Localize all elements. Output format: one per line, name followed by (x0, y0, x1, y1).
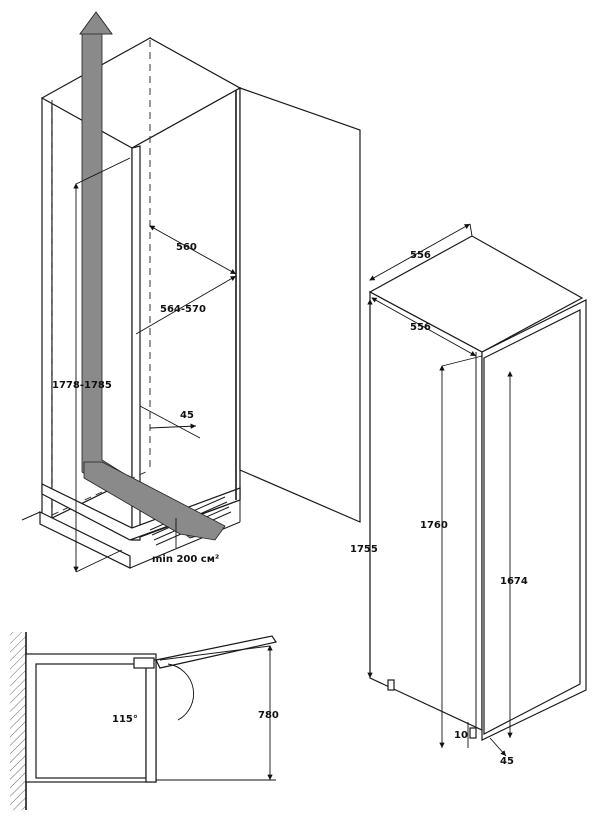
appliance-side (369, 290, 483, 731)
dim-1778-1785-label: 1778-1785 (52, 380, 112, 391)
door-angle-arc (167, 663, 195, 721)
plan-door-open (155, 635, 277, 669)
appliance-foot (469, 727, 477, 739)
dim-564-570-label: 564-570 (160, 304, 206, 315)
dim-556-width-label: 556 (410, 250, 431, 261)
dim-1674-label: 1674 (500, 576, 528, 587)
niche-cabinet-drawing (21, 36, 361, 569)
airflow-min-label: min 200 см² (152, 554, 219, 565)
plan-door-strip (145, 659, 157, 783)
appliance-drawing (368, 235, 587, 741)
dimension-lines-appliance: 556 556 1755 1760 1674 10 45 (350, 223, 528, 767)
plan-cabinet-inner (35, 663, 147, 779)
dim-556-depth-label: 556 (410, 322, 431, 333)
dim-780-label: 780 (258, 710, 279, 721)
dimension-lines-niche: 560 564-570 45 1778-1785 min 200 см² (52, 157, 237, 573)
dim-560-label: 560 (176, 242, 197, 253)
appliance-foot (387, 679, 395, 691)
dim-1760-label: 1760 (420, 520, 448, 531)
dim-45-bottom-label: 45 (500, 756, 514, 767)
plan-view-drawing: 115° 780 (10, 632, 279, 810)
airflow-arrow (79, 11, 226, 541)
cabinet-plinth (41, 483, 241, 541)
cabinet-left-panel (41, 97, 53, 519)
dim-115-angle-label: 115° (112, 714, 138, 725)
cabinet-front-jamb (131, 145, 141, 541)
cabinet-door-open (239, 87, 361, 523)
dim-10-label: 10 (454, 730, 468, 741)
wall-hatch (10, 632, 26, 810)
dim-1755-label: 1755 (350, 544, 378, 555)
appliance-door (483, 309, 581, 735)
hinge-block (133, 657, 155, 669)
dim-45-top-label: 45 (180, 410, 194, 421)
